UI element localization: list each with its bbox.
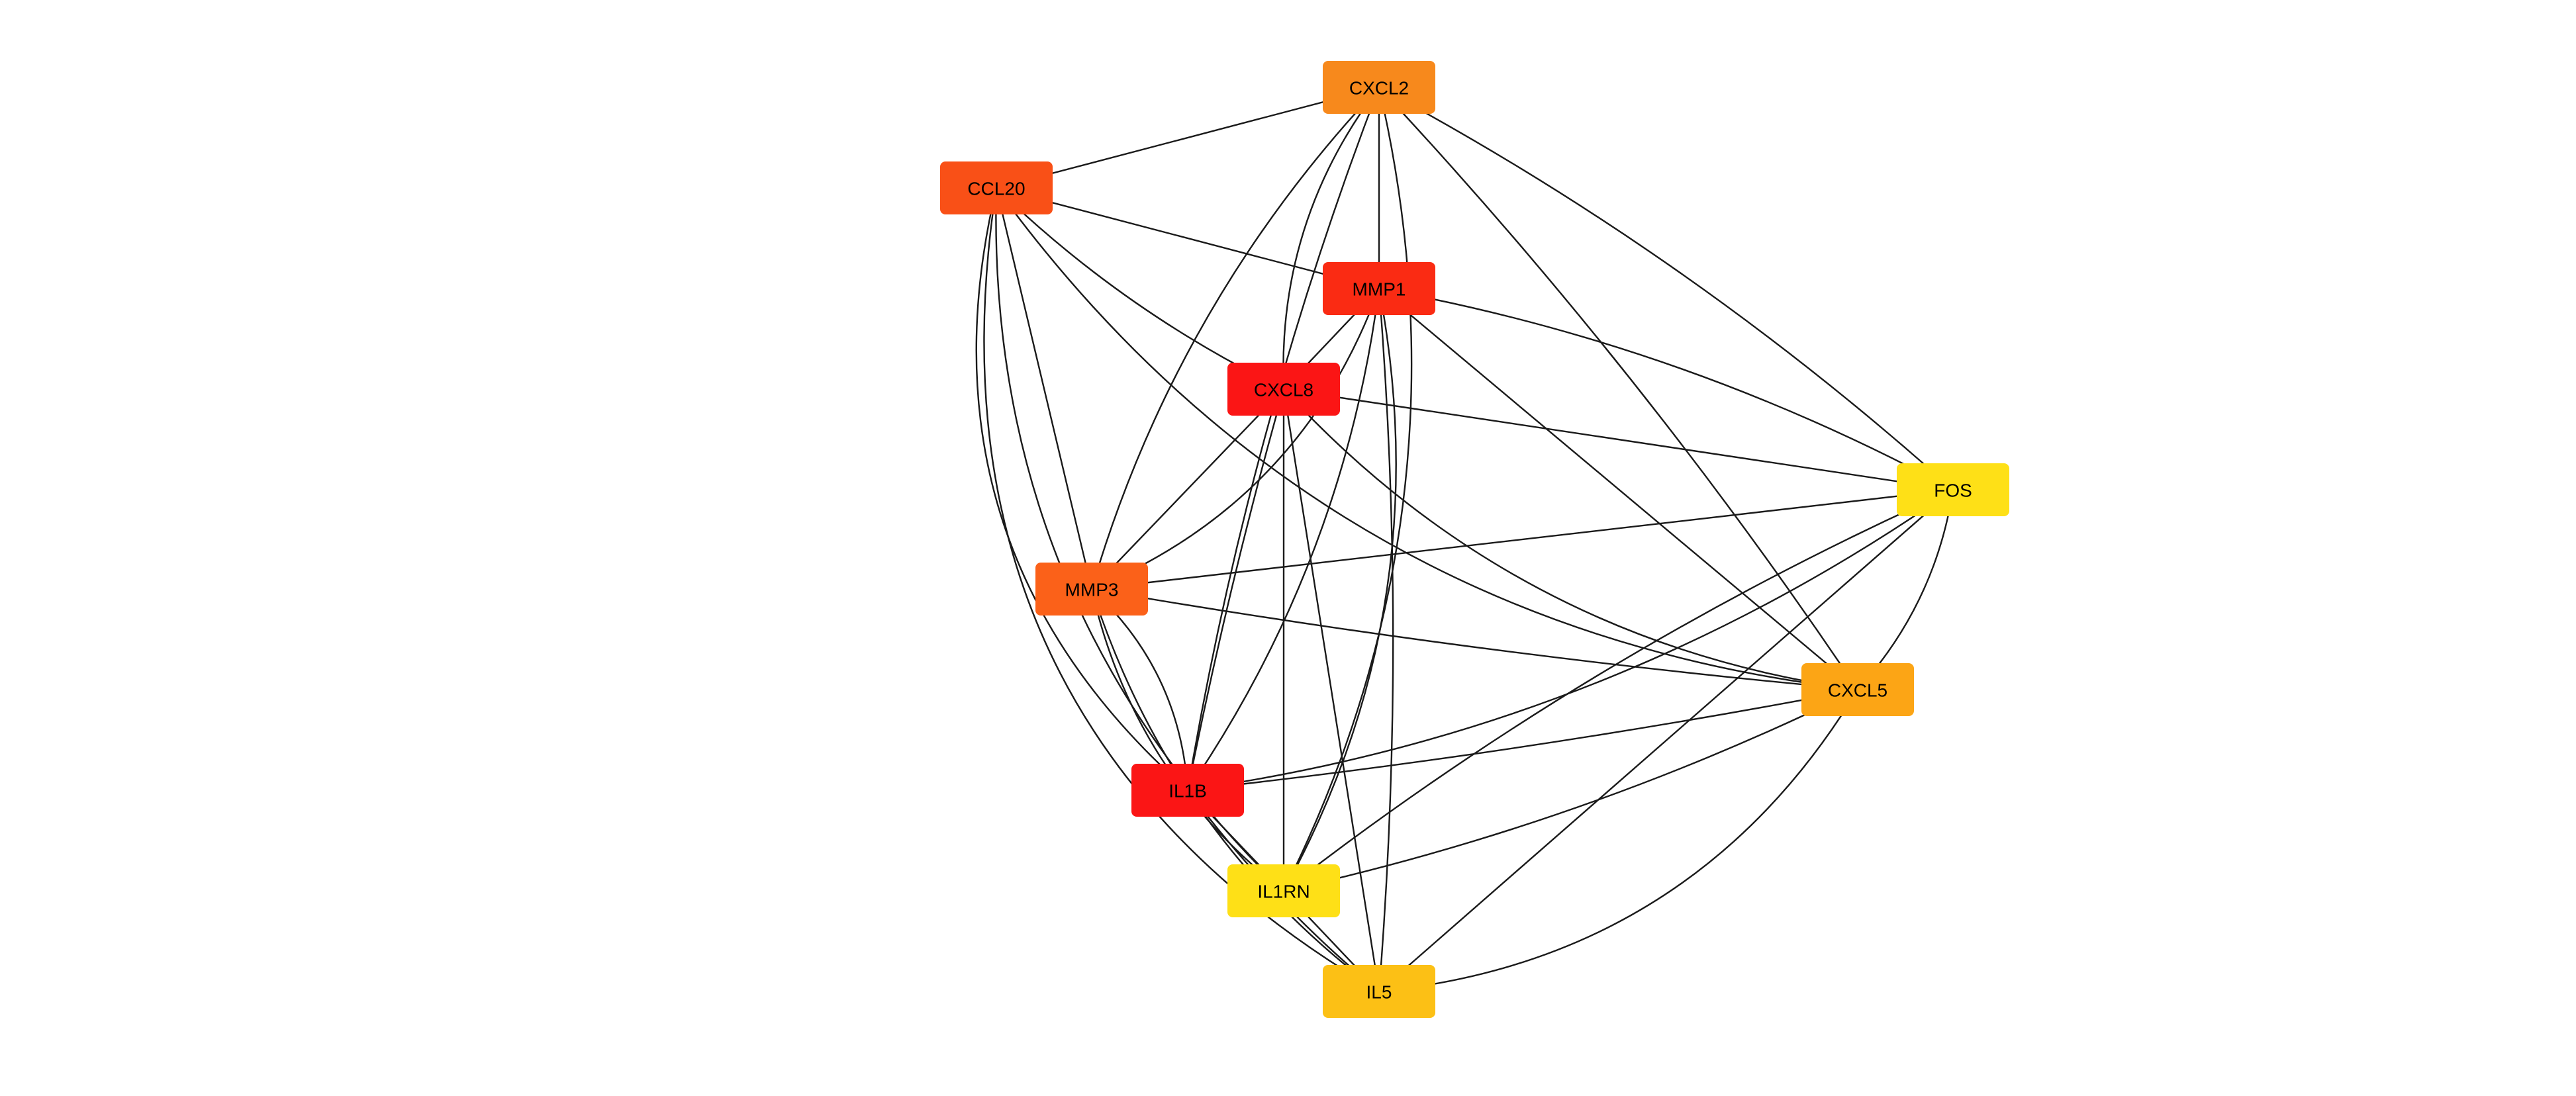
node-il5[interactable]: IL5 [1323, 965, 1435, 1018]
edge-cxcl2-cxcl8 [1282, 87, 1380, 390]
node-box-mmp3[interactable] [1035, 563, 1148, 616]
edge-cxcl8-cxcl5 [1283, 388, 1858, 691]
edge-mmp1-mmp3 [1091, 288, 1380, 590]
network-edges [975, 86, 1954, 993]
edge-mmp1-fos [1378, 287, 1954, 491]
edge-mmp3-il1b [1091, 588, 1189, 791]
edge-cxcl5-il5 [1378, 689, 1859, 993]
node-box-il5[interactable] [1323, 965, 1435, 1018]
node-box-mmp1[interactable] [1323, 262, 1435, 315]
edge-ccl20-il1b [975, 187, 1188, 791]
edge-mmp1-il5 [1378, 288, 1394, 992]
node-cxcl8[interactable]: CXCL8 [1227, 363, 1340, 416]
edge-mmp1-il1b [1187, 288, 1380, 791]
node-label-cxcl2: CXCL2 [1349, 78, 1409, 99]
node-label-il1b: IL1B [1169, 781, 1207, 801]
node-il1rn[interactable]: IL1RN [1227, 864, 1340, 917]
node-label-mmp1: MMP1 [1353, 279, 1406, 300]
edge-fos-il1b [1187, 489, 1954, 792]
node-label-il1rn: IL1RN [1257, 882, 1310, 902]
edge-ccl20-mmp3 [995, 187, 1093, 590]
node-il1b[interactable]: IL1B [1131, 764, 1244, 817]
edge-mmp1-il1rn [1282, 288, 1397, 891]
node-cxcl2[interactable]: CXCL2 [1323, 61, 1435, 114]
node-label-cxcl8: CXCL8 [1254, 380, 1313, 400]
edge-cxcl2-cxcl5 [1378, 87, 1858, 690]
edge-mmp1-cxcl5 [1378, 288, 1858, 690]
node-mmp1[interactable]: MMP1 [1323, 262, 1435, 315]
node-box-il1rn[interactable] [1227, 864, 1340, 917]
edge-cxcl2-fos [1378, 86, 1954, 490]
node-box-cxcl2[interactable] [1323, 61, 1435, 114]
edge-mmp3-il1rn [1090, 588, 1284, 891]
edge-cxcl2-il1b [1186, 87, 1380, 791]
edge-cxcl8-mmp3 [1091, 388, 1284, 590]
edge-fos-mmp3 [1091, 488, 1954, 590]
node-box-il1b[interactable] [1131, 764, 1244, 817]
node-cxcl5[interactable]: CXCL5 [1801, 663, 1914, 716]
edge-fos-cxcl5 [1857, 489, 1954, 690]
edge-cxcl8-il5 [1282, 388, 1380, 992]
node-box-cxcl8[interactable] [1227, 363, 1340, 416]
node-label-il5: IL5 [1366, 982, 1392, 1003]
node-ccl20[interactable]: CCL20 [940, 161, 1053, 214]
edge-ccl20-cxcl8 [996, 187, 1284, 390]
edge-mmp3-cxcl5 [1091, 588, 1858, 691]
edge-cxcl2-mmp3 [1090, 87, 1380, 590]
node-label-mmp3: MMP3 [1065, 580, 1119, 600]
edge-ccl20-mmp1 [996, 187, 1380, 290]
edge-ccl20-cxcl5 [996, 187, 1858, 691]
node-mmp3[interactable]: MMP3 [1035, 563, 1148, 616]
node-fos[interactable]: FOS [1897, 463, 2009, 516]
edge-cxcl2-ccl20 [996, 86, 1380, 189]
edge-cxcl5-il1b [1187, 688, 1858, 792]
node-label-ccl20: CCL20 [967, 179, 1025, 199]
edge-fos-il5 [1378, 489, 1954, 992]
edge-cxcl5-il1rn [1283, 688, 1858, 892]
node-label-cxcl5: CXCL5 [1828, 680, 1887, 701]
node-box-ccl20[interactable] [940, 161, 1053, 214]
node-box-cxcl5[interactable] [1801, 663, 1914, 716]
edge-cxcl8-il1b [1186, 388, 1285, 791]
edge-cxcl8-fos [1283, 388, 1954, 491]
node-label-fos: FOS [1934, 480, 1972, 501]
edge-cxcl2-il1rn [1282, 87, 1413, 891]
node-box-fos[interactable] [1897, 463, 2009, 516]
edge-fos-il1rn [1283, 488, 1954, 891]
